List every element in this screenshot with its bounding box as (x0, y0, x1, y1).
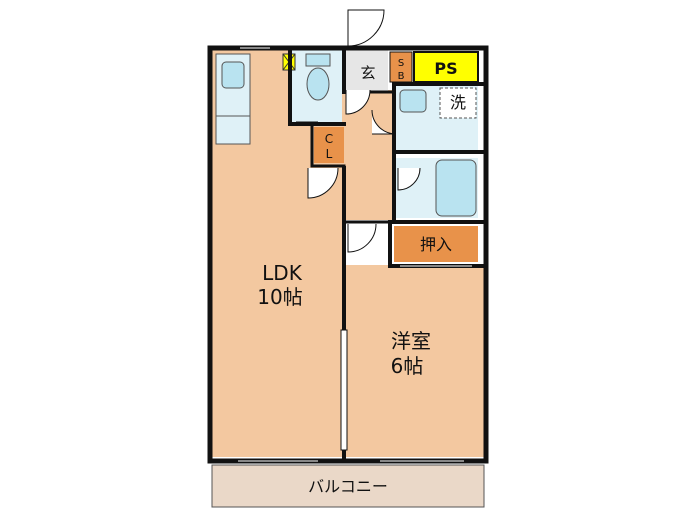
toilet-bowl (306, 67, 330, 101)
doors (296, 9, 421, 253)
ldk-size-label: 10帖 (257, 285, 302, 309)
entrance-floor (346, 50, 388, 92)
windows (238, 46, 472, 463)
closet-oshiire (394, 226, 478, 262)
balcony-label: バルコニー (308, 477, 388, 496)
toilet-tank (305, 53, 331, 67)
western-room-size-label: 6帖 (391, 354, 424, 378)
closet-cl (314, 127, 344, 163)
sb-label-top: S (398, 58, 404, 69)
cl-label-top: C (325, 132, 333, 146)
window-glass-lines (238, 46, 472, 463)
ps-label: PS (434, 59, 457, 78)
cl-label-bottom: L (326, 147, 333, 161)
entrance-label: 玄 (360, 64, 375, 82)
pipe-space (413, 51, 479, 83)
sliding-partition (340, 329, 348, 451)
closet-label: 押入 (420, 235, 452, 254)
balcony (211, 464, 485, 508)
washer-space (439, 87, 477, 119)
washbasin (399, 89, 427, 113)
laundry-label: 洗 (450, 93, 466, 112)
sb-label-bottom: B (398, 71, 405, 82)
western-room-floor (344, 265, 484, 457)
bathtub (435, 159, 477, 217)
ldk-label: LDK (262, 261, 303, 285)
western-room-label: 洋室 (391, 329, 431, 353)
kitchen-sink (221, 61, 245, 89)
